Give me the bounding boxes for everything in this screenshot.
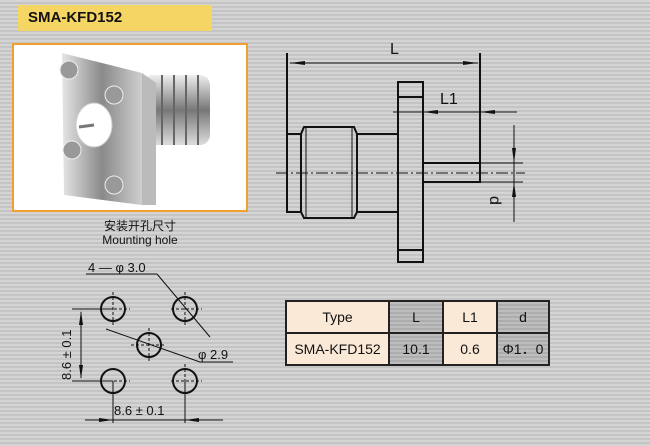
center-hole-label: φ 2.9 (198, 347, 228, 362)
cell-L1: 0.6 (442, 332, 498, 366)
v-spacing-label: 8.6 ± 0.1 (59, 329, 74, 380)
dim-L1-label: L1 (440, 91, 458, 108)
header-type: Type (285, 300, 390, 334)
caption-cn: 安装开孔尺寸 (103, 219, 176, 233)
table-row: SMA-KFD152 10.1 0.6 Φ1．0 (285, 332, 550, 366)
title-banner: SMA-KFD152 (18, 5, 212, 31)
header-d: d (496, 300, 550, 334)
product-photo (12, 43, 248, 212)
header-L1: L1 (442, 300, 498, 334)
h-spacing-label: 8.6 ± 0.1 (114, 403, 165, 418)
mounting-hole-drawing (72, 273, 233, 423)
caption-en: Mounting hole (102, 233, 178, 247)
spec-table: Type L L1 d SMA-KFD152 10.1 0.6 Φ1．0 (285, 300, 550, 366)
cell-d: Φ1．0 (496, 332, 550, 366)
header-L: L (388, 300, 444, 334)
dim-d-label: d (486, 196, 503, 205)
holes-diameter-label: 4 — φ 3.0 (88, 260, 146, 275)
product-title: SMA-KFD152 (28, 9, 123, 26)
cell-L: 10.1 (388, 332, 444, 366)
dim-L-label: L (390, 41, 399, 58)
cell-type: SMA-KFD152 (285, 332, 390, 366)
table-header-row: Type L L1 d (285, 300, 550, 334)
connector-image (59, 53, 210, 205)
side-view-drawing (276, 53, 525, 263)
